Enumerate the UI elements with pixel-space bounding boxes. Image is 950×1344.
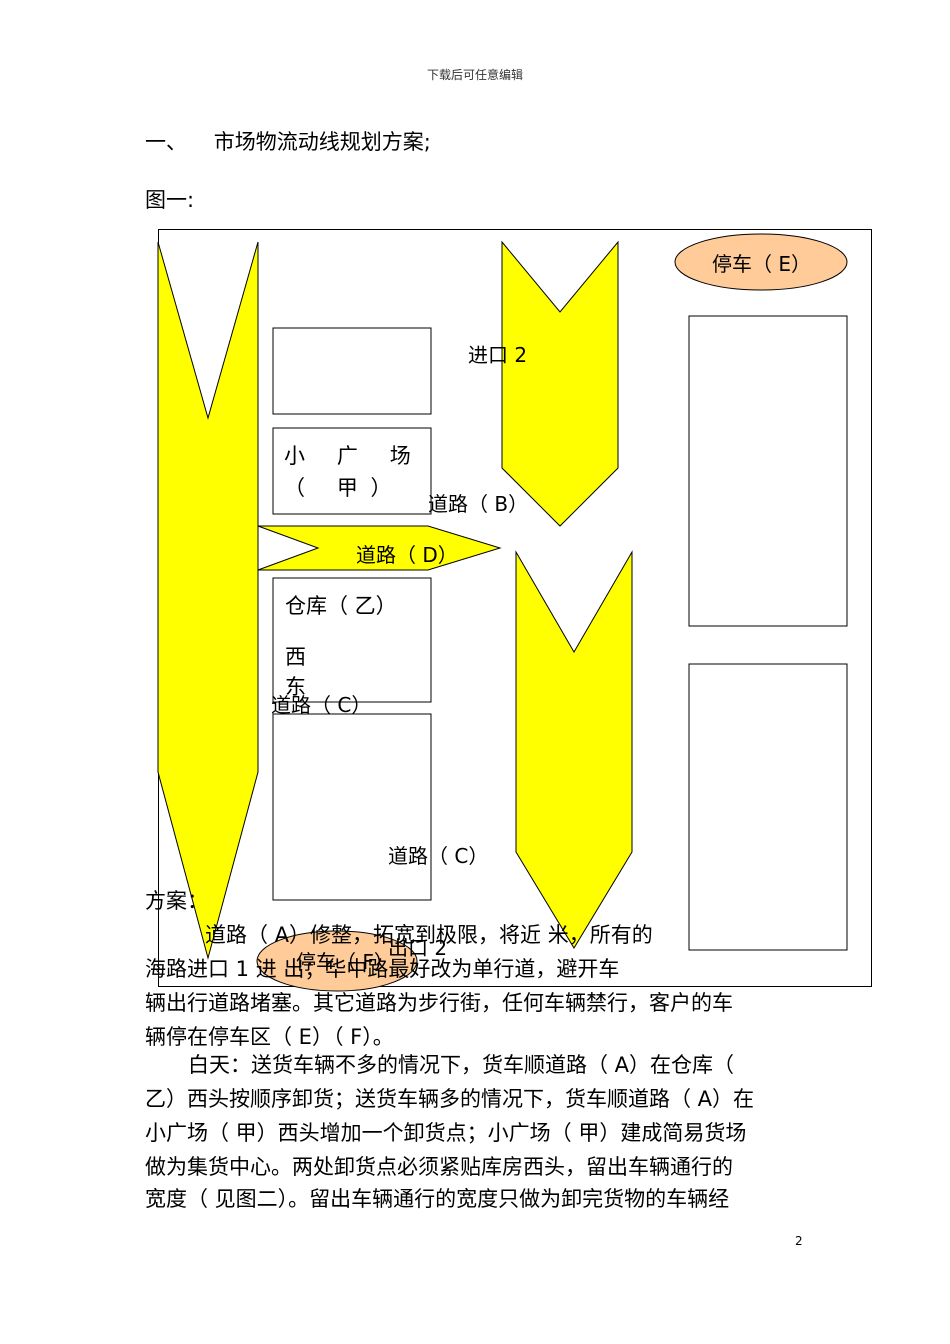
parking-f-label: 停车（ F） xyxy=(296,950,394,974)
box-lower xyxy=(272,713,432,901)
box-right-bottom xyxy=(688,663,848,951)
road-b-arrow xyxy=(501,240,619,527)
entrance-2-label: 进口 2 xyxy=(468,343,528,367)
box-warehouse xyxy=(272,577,432,703)
parking-e-label: 停车（ E） xyxy=(712,252,811,276)
box-plaza xyxy=(272,427,432,515)
plan-line-1: 道路（ A）修整，拓宽到极限，将近 米，所有的 xyxy=(205,923,653,947)
road-a-arrow xyxy=(157,241,259,960)
plaza-label: 小 广 场 （ 甲） xyxy=(284,444,424,500)
plan-line-9: 宽度（ 见图二）。留出车辆通行的宽度只做为卸完货物的车辆经 xyxy=(145,1187,730,1211)
warehouse-label: 仓库（ 乙） xyxy=(285,594,397,618)
west-end-label: 西 东 xyxy=(285,645,319,699)
plan-line-3: 辆出行道路堵塞。其它道路为步行街，任何车辆禁行，客户的车 xyxy=(145,991,733,1015)
road-d-label: 道路（ D） xyxy=(356,543,458,567)
plan-heading: 方案： xyxy=(145,889,208,913)
parking-f-oval xyxy=(256,930,418,992)
road-b-label: 道路（ B） xyxy=(428,492,529,516)
plan-line-5: 白天：送货车辆不多的情况下，货车顺道路（ A）在仓库（ xyxy=(188,1053,735,1077)
figure-label: 图一: xyxy=(145,188,195,212)
plan-line-8: 做为集货中心。两处卸货点必须紧贴库房西头，留出车辆通行的 xyxy=(145,1155,733,1179)
plan-line-2: 海路进口 1 进 出；华中路最好改为单行道，避开车 xyxy=(145,957,620,981)
road-c-arrow xyxy=(515,550,633,949)
section-title: 一、 市场物流动线规划方案; xyxy=(145,130,431,154)
plan-line-7: 小广场（ 甲）西头增加一个卸货点；小广场（ 甲）建成简易货场 xyxy=(145,1121,747,1145)
plan-line-4: 辆停在停车区（ E）（ F）。 xyxy=(145,1025,394,1049)
road-c-lower-label: 道路（ C） xyxy=(388,844,489,868)
page-number: 2 xyxy=(795,1234,803,1248)
box-top xyxy=(272,327,432,415)
road-d-arrow xyxy=(257,525,502,571)
exit-2-label: 出口 2 xyxy=(388,936,448,960)
parking-e-oval xyxy=(674,233,848,291)
plan-line-6: 乙）西头按顺序卸货；送货车辆多的情况下，货车顺道路（ A）在 xyxy=(145,1087,755,1111)
page-header: 下载后可任意编辑 xyxy=(426,68,523,82)
box-right-top xyxy=(688,315,848,627)
road-c-upper-label: 道路（ C） xyxy=(271,693,372,717)
